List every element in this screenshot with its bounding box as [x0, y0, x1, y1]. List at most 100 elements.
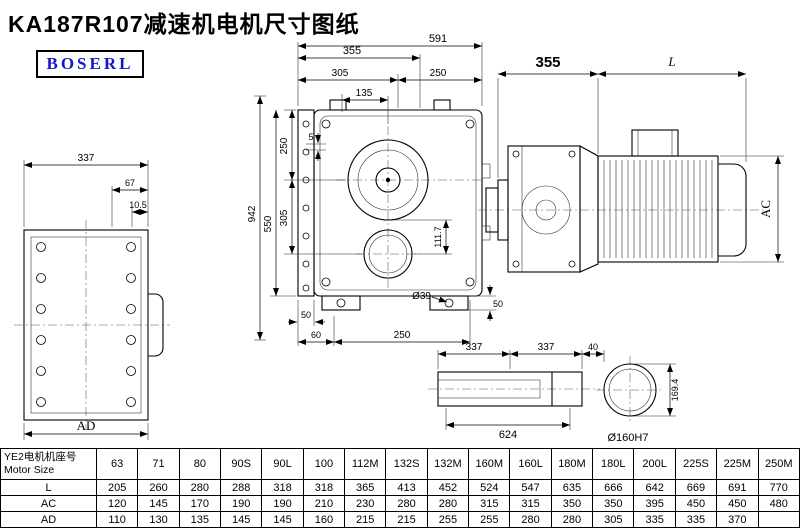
side-view-shaft-hub: [148, 293, 164, 357]
table-cell: 110: [95, 511, 139, 528]
table-cell: 205: [95, 479, 139, 496]
dim-assembly-355: 355: [535, 54, 560, 71]
dim-shaft-624: 624: [499, 429, 517, 441]
size-column-header: 160M: [468, 448, 511, 480]
front-view-foot-left: [321, 295, 361, 311]
dim-front-250-bottom: 250: [394, 330, 411, 341]
table-cell: 666: [592, 479, 635, 496]
dim-front-250-top: 250: [430, 68, 447, 79]
table-cell: 635: [550, 479, 594, 496]
table-cell: 190: [220, 495, 263, 512]
table-cell: 215: [385, 511, 428, 528]
size-column-header: 90L: [261, 448, 304, 480]
front-view-housing: [313, 109, 483, 297]
table-cell: 315: [468, 495, 511, 512]
table-cell: 770: [757, 479, 800, 496]
size-column-header: 132M: [426, 448, 470, 480]
table-cell: 642: [633, 479, 676, 496]
table-cell: 255: [468, 511, 511, 528]
dim-assembly-L: L: [667, 54, 675, 69]
dim-front-305-left: 305: [279, 209, 290, 226]
row-label: AD: [0, 511, 97, 528]
table-cell: 524: [468, 479, 511, 496]
bore-view: 169.4 Ø160H7: [596, 356, 680, 444]
dim-front-355: 355: [343, 45, 361, 57]
table-cell: 450: [716, 495, 759, 512]
dim-assembly-AC: AC: [758, 200, 773, 218]
table-cell: 547: [509, 479, 552, 496]
table-cell: 318: [261, 479, 304, 496]
dim-side-10-5: 10.5: [129, 200, 147, 210]
front-view-bolt-holes: [302, 119, 475, 292]
table-cell: 315: [509, 495, 552, 512]
size-column-header: 63: [95, 448, 139, 480]
assembly-gearbox-housing: [507, 145, 581, 273]
table-cell: 335: [633, 511, 676, 528]
table-cell: 280: [178, 479, 222, 496]
side-view-bolt-holes: [36, 242, 136, 407]
table-cell: 280: [550, 511, 594, 528]
dim-front-550: 550: [263, 215, 274, 232]
table-cell: 335: [674, 511, 718, 528]
table-cell: 318: [302, 479, 346, 496]
page-title: KA187R107减速机电机尺寸图纸: [8, 11, 360, 37]
table-cell: 260: [137, 479, 180, 496]
size-column-header: 80: [178, 448, 222, 480]
size-column-header: 225M: [716, 448, 759, 480]
dim-front-591: 591: [429, 33, 447, 45]
row-label: AC: [0, 495, 97, 512]
table-cell: 669: [674, 479, 718, 496]
table-cell: 395: [633, 495, 676, 512]
side-view: 337 67 10.5 AD: [14, 153, 170, 440]
table-cell: 365: [344, 479, 387, 496]
dim-bore-dia: Ø160H7: [608, 432, 649, 444]
size-column-header: 132S: [385, 448, 428, 480]
dim-front-111-7: 111.7: [433, 226, 443, 247]
size-column-header: 200L: [633, 448, 676, 480]
dim-front-5: 5: [308, 132, 313, 142]
table-cell: 305: [592, 511, 635, 528]
size-column-header: 160L: [509, 448, 552, 480]
dim-side-67: 67: [125, 178, 135, 188]
size-column-header: 71: [137, 448, 180, 480]
boserl-logo-text: BOSERL: [46, 54, 134, 73]
front-view-lower-bore: [363, 229, 413, 279]
table-cell: 215: [344, 511, 387, 528]
assembly-terminal-box: [631, 129, 679, 157]
table-cell: 370: [716, 511, 759, 528]
dim-front-305: 305: [332, 68, 349, 79]
front-view: 591 355 305 250 135 250 305 550 942 5: [247, 33, 503, 346]
motor-size-header-cn: YE2电机机座号: [4, 450, 77, 463]
assembly-flange-adapter: [579, 145, 599, 273]
table-cell: 255: [426, 511, 470, 528]
dim-side-337: 337: [78, 153, 95, 164]
table-cell: 190: [261, 495, 304, 512]
size-column-header: 180L: [592, 448, 635, 480]
assembly-fan-cover: [718, 163, 747, 257]
table-cell: 280: [509, 511, 552, 528]
motor-cooling-fins: [603, 160, 713, 258]
dim-front-942: 942: [247, 205, 258, 222]
size-column-header: 250M: [757, 448, 800, 480]
assembly-view: 355 L AC: [478, 54, 784, 273]
table-cell: 145: [220, 511, 263, 528]
table-cell: 130: [137, 511, 180, 528]
table-cell: 450: [674, 495, 718, 512]
size-column-header: 90S: [220, 448, 263, 480]
technical-drawing-canvas: 337 67 10.5 AD: [14, 33, 784, 444]
table-cell: 452: [426, 479, 470, 496]
dim-front-250-left: 250: [279, 137, 290, 154]
dim-shaft-337-a: 337: [466, 342, 483, 353]
table-cell: 120: [95, 495, 139, 512]
table-cell: 145: [137, 495, 180, 512]
table-cell: 280: [385, 495, 428, 512]
table-cell: 480: [757, 495, 800, 512]
table-cell: 170: [178, 495, 222, 512]
dim-front-hole-dia: Ø39: [412, 291, 431, 302]
size-column-header: 100: [302, 448, 346, 480]
